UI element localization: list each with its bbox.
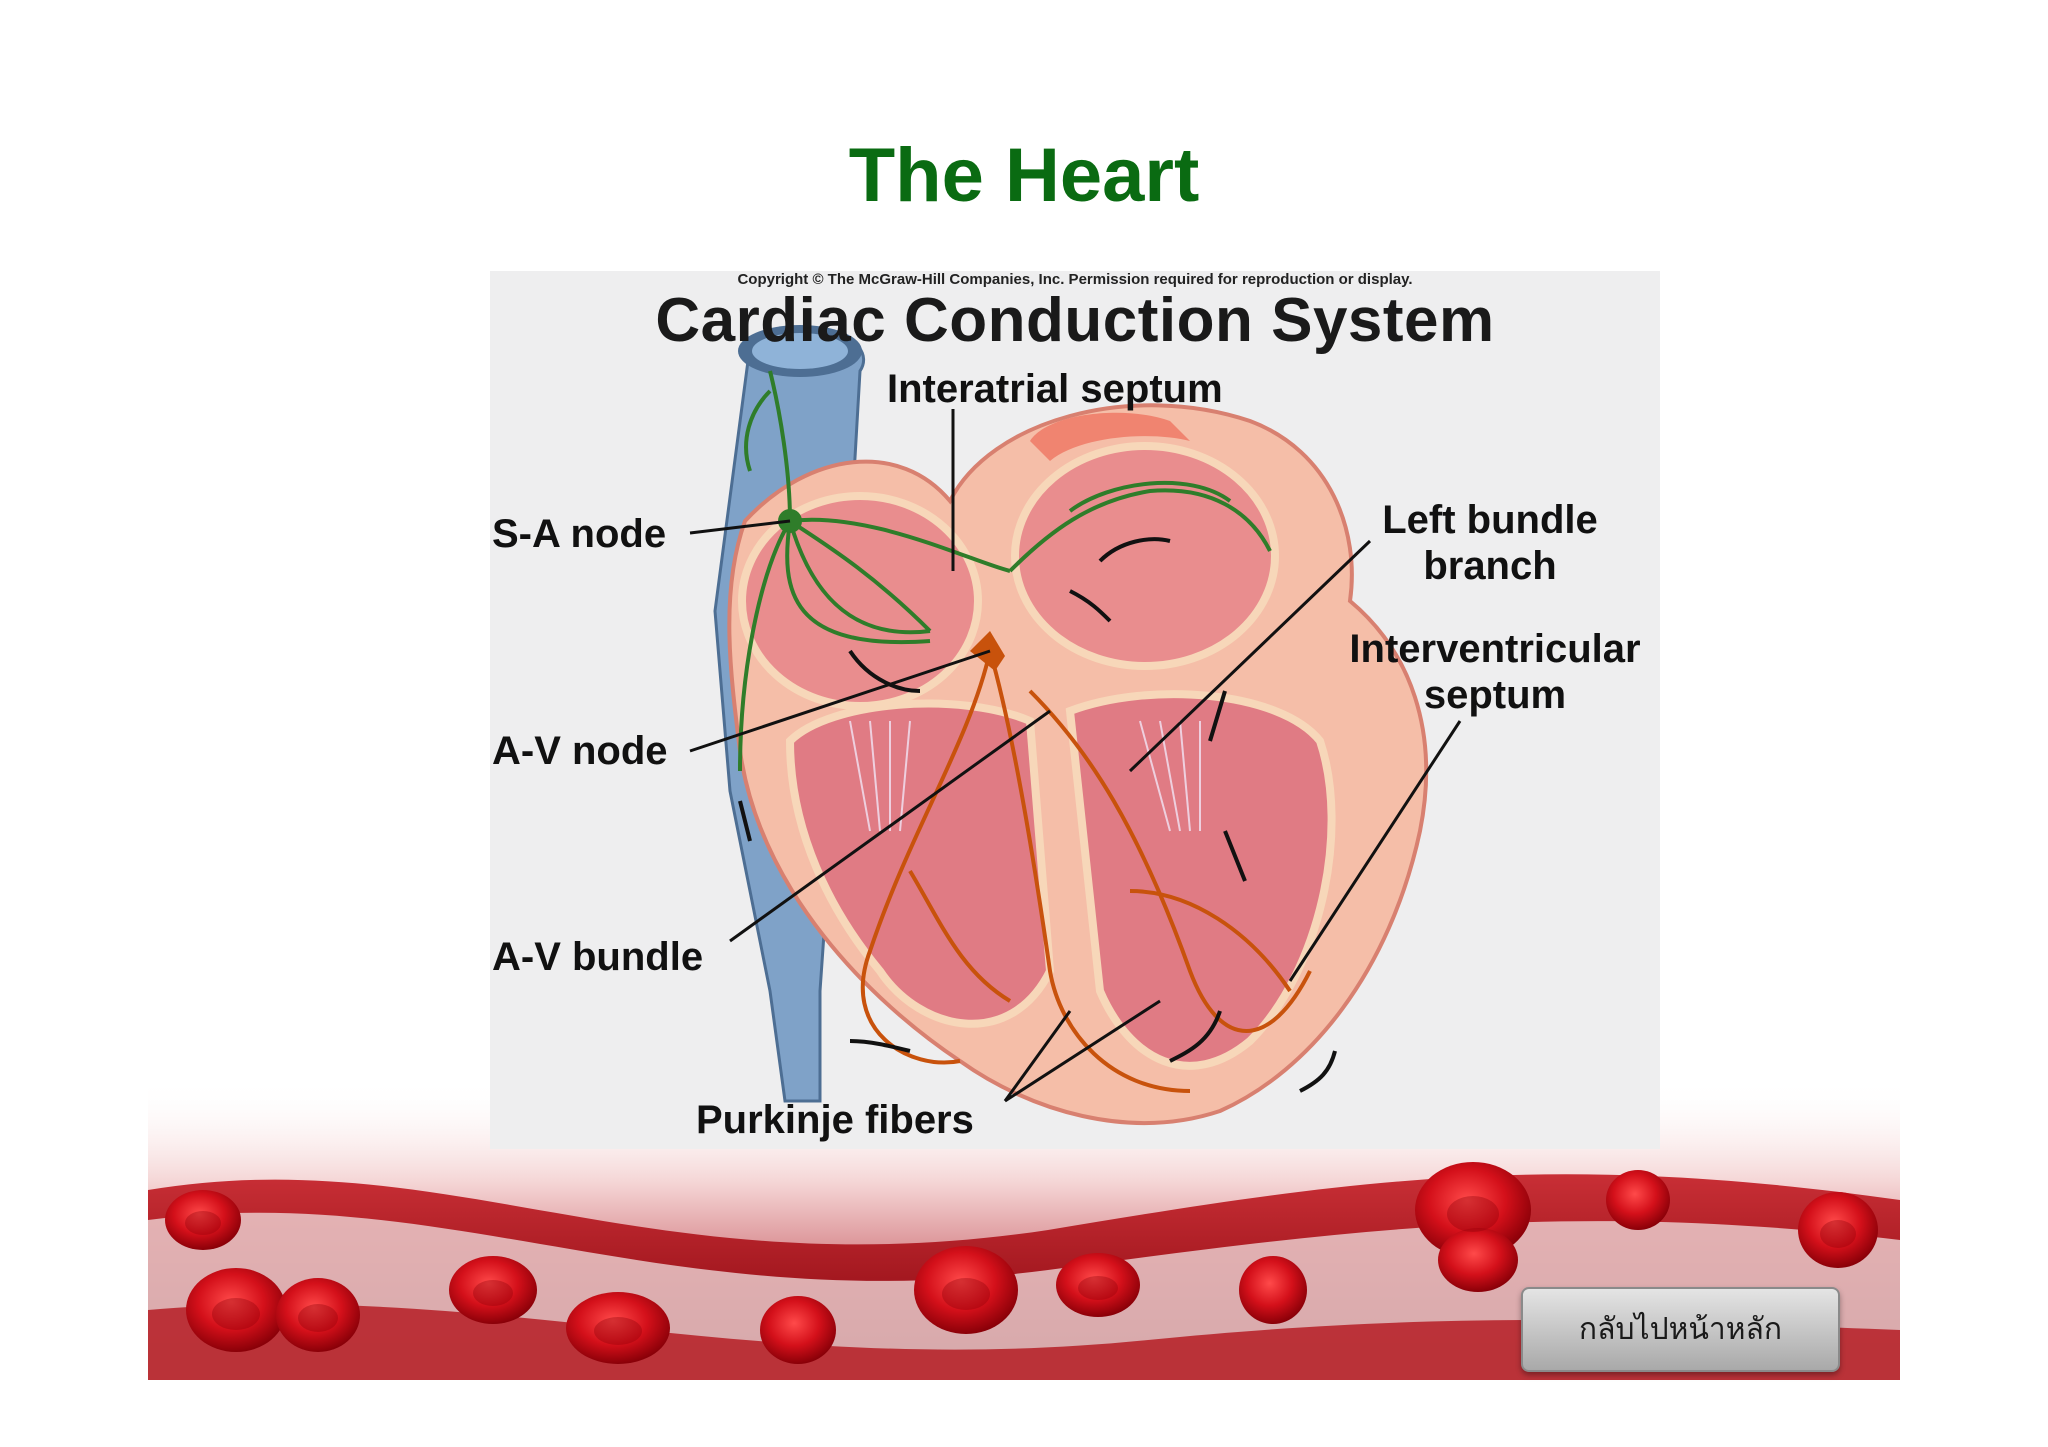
valve-chordae	[849, 720, 1201, 832]
label-left-bundle-branch: Left bundle branch	[1360, 497, 1620, 589]
label-purkinje-fibers: Purkinje fibers	[696, 1098, 974, 1142]
label-sa-node: S-A node	[492, 512, 667, 556]
right-ventricle-shape	[785, 699, 1055, 1028]
heart-illustration	[689, 325, 1462, 1125]
label-av-node: A-V node	[492, 729, 668, 773]
label-left-bundle-line2: branch	[1423, 544, 1557, 588]
page-title: The Heart	[848, 133, 1200, 218]
label-left-bundle-line1: Left bundle	[1382, 498, 1598, 542]
cardiac-conduction-figure: Copyright © The McGraw-Hill Companies, I…	[490, 271, 1660, 1149]
label-interventricular-septum: Interventricular septum	[1332, 626, 1658, 718]
left-ventricle-shape	[1065, 690, 1336, 1070]
back-to-home-button[interactable]: กลับไปหน้าหลัก	[1521, 1287, 1840, 1372]
label-av-bundle: A-V bundle	[492, 935, 704, 979]
av-bundle-pathways	[861, 650, 1312, 1093]
left-atrium-shape	[1011, 442, 1279, 670]
label-interventricular-line2: septum	[1423, 673, 1567, 717]
sa-node-pathways	[738, 370, 1272, 772]
leader-lines	[689, 409, 1462, 1103]
label-interatrial-septum: Interatrial septum	[887, 367, 1223, 411]
conduction-arrows	[738, 537, 1337, 1093]
label-interventricular-line1: Interventricular	[1349, 627, 1641, 671]
right-atrium-shape	[738, 492, 982, 710]
aorta-shape	[1030, 412, 1190, 461]
copyright-notice: Copyright © The McGraw-Hill Companies, I…	[737, 271, 1413, 288]
figure-title: Cardiac Conduction System	[655, 286, 1495, 355]
